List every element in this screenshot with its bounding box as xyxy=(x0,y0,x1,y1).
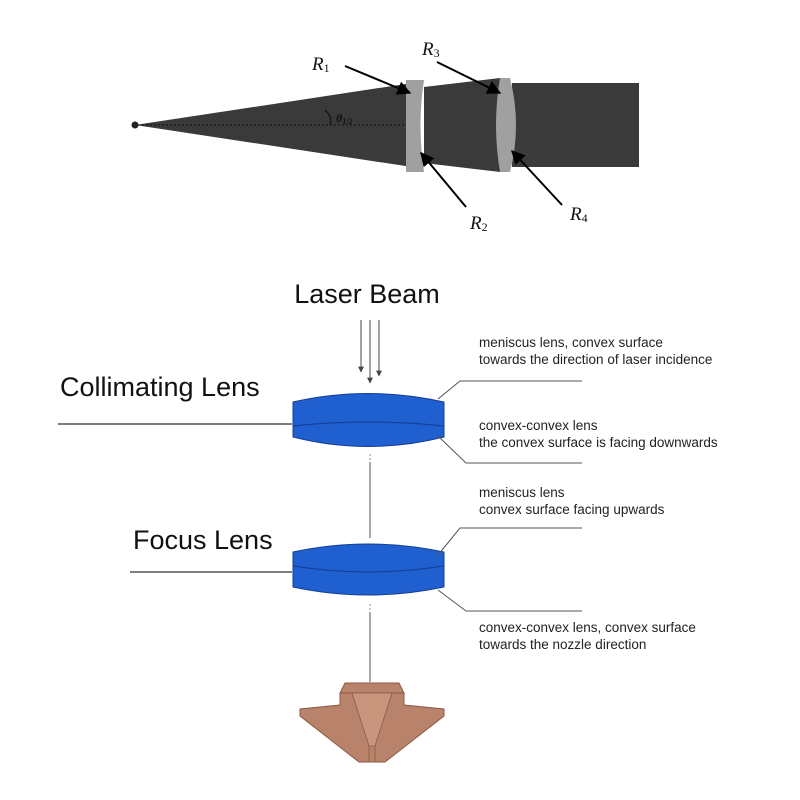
r3-label: R3 xyxy=(421,39,440,60)
half-angle-label: θ1/2 xyxy=(336,111,352,126)
annotation-leader-1 xyxy=(437,380,582,400)
annotation-1-line-2: towards the direction of laser incidence xyxy=(479,352,712,367)
focus-lens-upper xyxy=(292,543,445,573)
r4-label: R4 xyxy=(569,204,588,225)
annotation-2-line-1: convex-convex lens xyxy=(479,418,598,433)
second-lens xyxy=(496,78,516,172)
collimating-lens-upper xyxy=(292,393,445,427)
annotation-2: convex-convex lens the convex surface is… xyxy=(479,418,718,450)
annotation-1-line-1: meniscus lens, convex surface xyxy=(479,335,663,350)
diverging-beam xyxy=(135,83,412,167)
annotation-4-line-2: towards the nozzle direction xyxy=(479,637,646,652)
focus-lens-label: Focus Lens xyxy=(133,525,273,555)
annotation-leader-4 xyxy=(437,589,582,612)
half-angle-arc xyxy=(324,109,332,126)
annotation-4-line-1: convex-convex lens, convex surface xyxy=(479,620,696,635)
annotation-3-line-1: meniscus lens xyxy=(479,485,565,500)
annotation-3-line-2: convex surface facing upwards xyxy=(479,502,665,517)
annotation-3: meniscus lens convex surface facing upwa… xyxy=(479,485,665,517)
annotation-leader-2 xyxy=(437,435,582,464)
first-lens xyxy=(406,80,424,172)
laser-head-diagram: Laser Beam Collimating Lens Focus Lens xyxy=(58,279,718,763)
r2-label: R2 xyxy=(469,213,488,234)
focus-lens-lower xyxy=(292,565,445,596)
collimating-lens-group xyxy=(292,393,445,447)
annotation-2-line-2: the convex surface is facing downwards xyxy=(479,435,718,450)
nozzle xyxy=(299,682,445,763)
focus-lens-group xyxy=(292,543,445,596)
laser-beam-title: Laser Beam xyxy=(294,279,440,309)
beam-expander-diagram: R1 R2 R3 R4 θ1/2 xyxy=(131,39,639,234)
annotation-4: convex-convex lens, convex surface towar… xyxy=(479,620,696,652)
collimating-lens-lower xyxy=(292,421,445,447)
r2-arrow xyxy=(420,151,467,208)
annotation-leader-3 xyxy=(437,527,582,556)
annotation-1: meniscus lens, convex surface towards th… xyxy=(479,335,712,367)
collimated-beam xyxy=(512,83,639,167)
r4-arrow xyxy=(511,149,563,206)
r3-arrow xyxy=(436,61,502,94)
r1-arrow xyxy=(344,65,412,95)
point-source xyxy=(131,121,139,129)
nozzle-top-collar xyxy=(339,682,405,694)
collimating-lens-label: Collimating Lens xyxy=(60,372,260,402)
intermediate-beam xyxy=(424,78,500,172)
r1-label: R1 xyxy=(311,54,330,75)
